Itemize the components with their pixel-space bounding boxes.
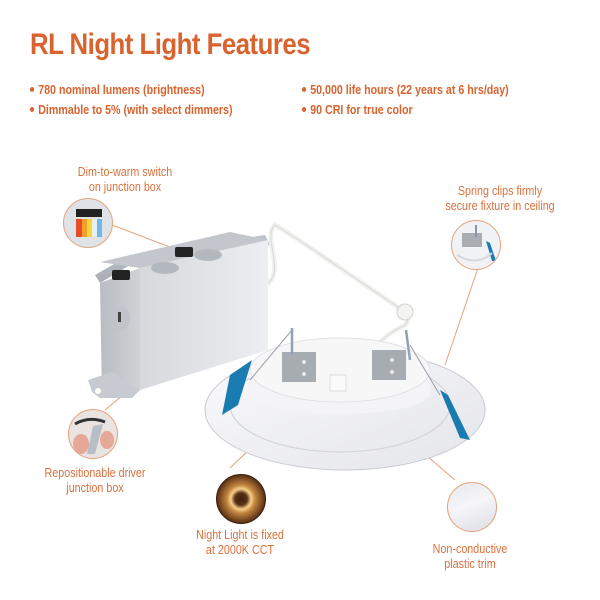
- callout-label-driver-box: Repositionable driver junction box: [44, 466, 146, 495]
- switch-icon: [63, 198, 113, 248]
- feature-item: 50,000 life hours (22 years at 6 hrs/day…: [302, 80, 509, 100]
- junction-box: [88, 232, 270, 398]
- driver-box-icon: [68, 409, 118, 459]
- callout-label-night-light: Night Light is fixed at 2000K CCT: [196, 528, 284, 557]
- spring-clip-icon: [451, 220, 501, 270]
- feature-item: Dimmable to 5% (with select dimmers): [30, 100, 233, 120]
- page-title: RL Night Light Features: [30, 28, 311, 61]
- bullet-icon: [30, 87, 35, 93]
- downlight-fixture: [204, 328, 486, 471]
- feature-list-left: 780 nominal lumens (brightness) Dimmable…: [30, 80, 233, 120]
- feature-list-right: 50,000 life hours (22 years at 6 hrs/day…: [302, 80, 509, 120]
- callout-label-trim: Non-conductive plastic trim: [432, 542, 508, 571]
- spring-clip-right: [440, 390, 470, 440]
- feature-item: 90 CRI for true color: [302, 100, 509, 120]
- feature-item: 780 nominal lumens (brightness): [30, 80, 233, 100]
- bullet-icon: [30, 107, 35, 113]
- bullet-icon: [302, 107, 307, 113]
- night-light-icon: [216, 474, 266, 524]
- callout-label-spring-clips: Spring clips firmly secure fixture in ce…: [445, 184, 555, 213]
- trim-icon: [447, 482, 497, 532]
- callout-label-dim-to-warm: Dim-to-warm switch on junction box: [77, 165, 173, 194]
- bullet-icon: [302, 87, 307, 93]
- spring-clip-left: [222, 360, 252, 415]
